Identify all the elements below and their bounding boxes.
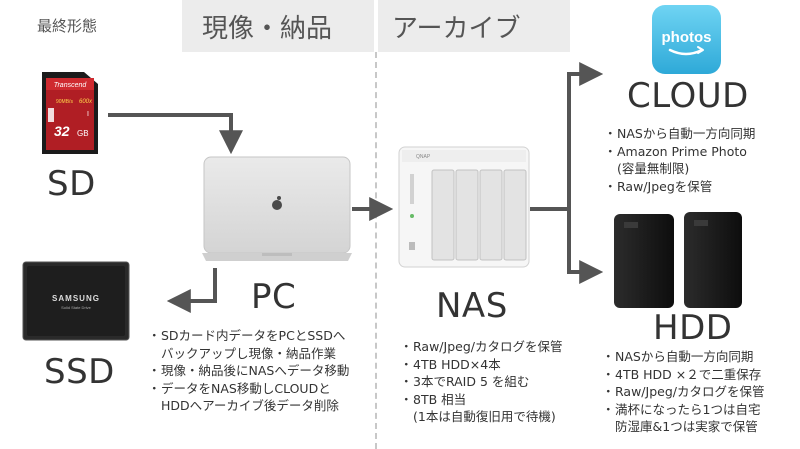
cloud-label: CLOUD (627, 76, 749, 116)
sd-unit-text: GB (77, 129, 89, 138)
cloud-note-item: ・Amazon Prime Photo (604, 143, 747, 159)
pc-label: PC (251, 277, 297, 317)
pc-note-item: バックアップし現像・納品作業 (161, 345, 337, 361)
nas-note-item: ・Raw/Jpeg/カタログを保管 (400, 339, 563, 354)
arrow-nas-to-hdd (567, 209, 604, 284)
hdd-note-item: 防湿庫&1つは実家で保管 (615, 419, 758, 434)
hdd-notes: ・NASから自動一方向同期 ・4TB HDD ×２で二重保存 ・Raw/Jpeg… (602, 348, 764, 436)
nas-note-item: ・8TB 相当 (400, 391, 467, 407)
sd-class-text: I (87, 111, 89, 118)
stage-divider-top (375, 0, 377, 52)
hdd-note-item: ・4TB HDD ×２で二重保存 (602, 366, 762, 382)
photos-app-icon: photos (652, 5, 721, 74)
cloud-note-item: (容量無制限) (617, 161, 690, 176)
pc-note-item: HDDへアーカイブ後データ削除 (161, 398, 339, 413)
sd-capacity-text: 32 (54, 123, 70, 139)
arrow-sd-to-pc (108, 113, 243, 155)
cloud-note-item: ・Raw/Jpegを保管 (604, 178, 713, 194)
nas-brand-text: QNAP (416, 154, 431, 160)
ssd-image: SAMSUNG Solid State Drive (22, 261, 130, 341)
pc-notes: ・SDカード内データをPCとSSDへ バックアップし現像・納品作業 ・現像・納品… (148, 327, 349, 415)
nas-image: QNAP (398, 146, 530, 268)
nas-note-item: ・3本でRAID 5 を組む (400, 374, 530, 389)
pc-note-item: ・データをNAS移動しCLOUDと (148, 380, 331, 396)
stage-band-develop (182, 0, 374, 52)
stage-label-archive: アーカイブ (392, 14, 521, 44)
ssd-brand-text: SAMSUNG (52, 294, 100, 303)
cloud-note-item: ・NASから自動一方向同期 (604, 126, 756, 141)
pc-laptop-image (202, 155, 352, 265)
nas-note-item: ・4TB HDD×4本 (400, 356, 501, 372)
stage-label-develop: 現像・納品 (202, 14, 333, 44)
sd-rating-text: 600x (79, 99, 93, 105)
pc-note-item: ・現像・納品後にNASへデータ移動 (148, 363, 350, 378)
pc-note-item: ・SDカード内データをPCとSSDへ (148, 328, 346, 343)
sd-card-image: Transcend 90MB/s 600x 32 GB I (40, 70, 100, 156)
hdd-note-item: ・NASから自動一方向同期 (602, 349, 754, 364)
sd-label: SD (47, 164, 96, 204)
hdd-note-item: ・満杯になったら1つは自宅 (602, 401, 761, 417)
ssd-label: SSD (44, 352, 115, 392)
arrow-nas-to-cloud (567, 62, 604, 209)
sd-speed-text: 90MB/s (56, 99, 73, 105)
ssd-sub-text: Solid State Drive (61, 305, 92, 310)
nas-note-item: (1本は自動復旧用で待機) (413, 409, 556, 424)
hdd-image (612, 210, 744, 310)
sd-brand-text: Transcend (54, 82, 88, 89)
corner-title: 最終形態 (37, 17, 98, 35)
photos-app-name: photos (662, 29, 712, 46)
nas-notes: ・Raw/Jpeg/カタログを保管 ・4TB HDD×4本 ・3本でRAID 5… (400, 338, 562, 426)
stage-band-archive (378, 0, 570, 52)
cloud-notes: ・NASから自動一方向同期 ・Amazon Prime Photo (容量無制限… (604, 125, 755, 195)
hdd-note-item: ・Raw/Jpeg/カタログを保管 (602, 384, 765, 399)
arrow-pc-to-ssd (166, 268, 217, 313)
hdd-label: HDD (653, 308, 733, 348)
nas-label: NAS (436, 286, 508, 326)
stage-divider (375, 52, 377, 449)
